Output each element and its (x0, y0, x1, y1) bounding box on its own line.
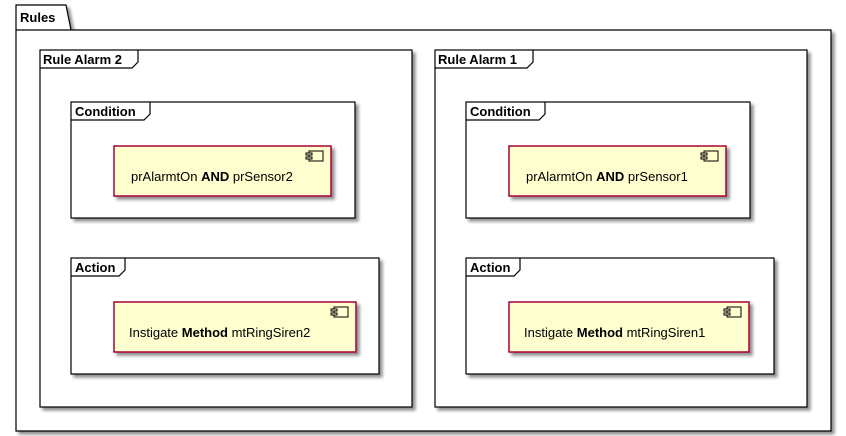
condition-component: prAlarmtOn AND prSensor1 (508, 145, 727, 197)
condition-expression: prAlarmtOn AND prSensor2 (131, 169, 293, 184)
rules-package-title: Rules (20, 10, 55, 25)
condition-title: Condition (75, 104, 136, 119)
action-component: Instigate Method mtRingSiren2 (113, 301, 357, 353)
action-expression: Instigate Method mtRingSiren1 (524, 325, 705, 340)
action-component: Instigate Method mtRingSiren1 (508, 301, 750, 353)
condition-expression: prAlarmtOn AND prSensor1 (526, 169, 688, 184)
condition-frame: Condition prAlarmtOn AND prSensor1 (465, 101, 751, 219)
rule-title: Rule Alarm 1 (438, 52, 517, 67)
component-icon (723, 306, 742, 318)
rule-frame-alarm-2: Rule Alarm 2 Condition prAlarmtOn AND pr… (39, 49, 413, 408)
rule-title: Rule Alarm 2 (43, 52, 122, 67)
condition-frame: Condition prAlarmtOn AND prSensor2 (70, 101, 356, 219)
component-icon (305, 150, 324, 162)
action-title: Action (470, 260, 511, 275)
rule-frame-alarm-1: Rule Alarm 1 Condition prAlarmtOn AND pr… (434, 49, 808, 408)
condition-title: Condition (470, 104, 531, 119)
action-expression: Instigate Method mtRingSiren2 (129, 325, 310, 340)
component-icon (700, 150, 719, 162)
component-icon (330, 306, 349, 318)
action-title: Action (75, 260, 116, 275)
action-frame: Action Instigate Method mtRingSiren1 (465, 257, 775, 375)
action-frame: Action Instigate Method mtRingSiren2 (70, 257, 380, 375)
condition-component: prAlarmtOn AND prSensor2 (113, 145, 332, 197)
